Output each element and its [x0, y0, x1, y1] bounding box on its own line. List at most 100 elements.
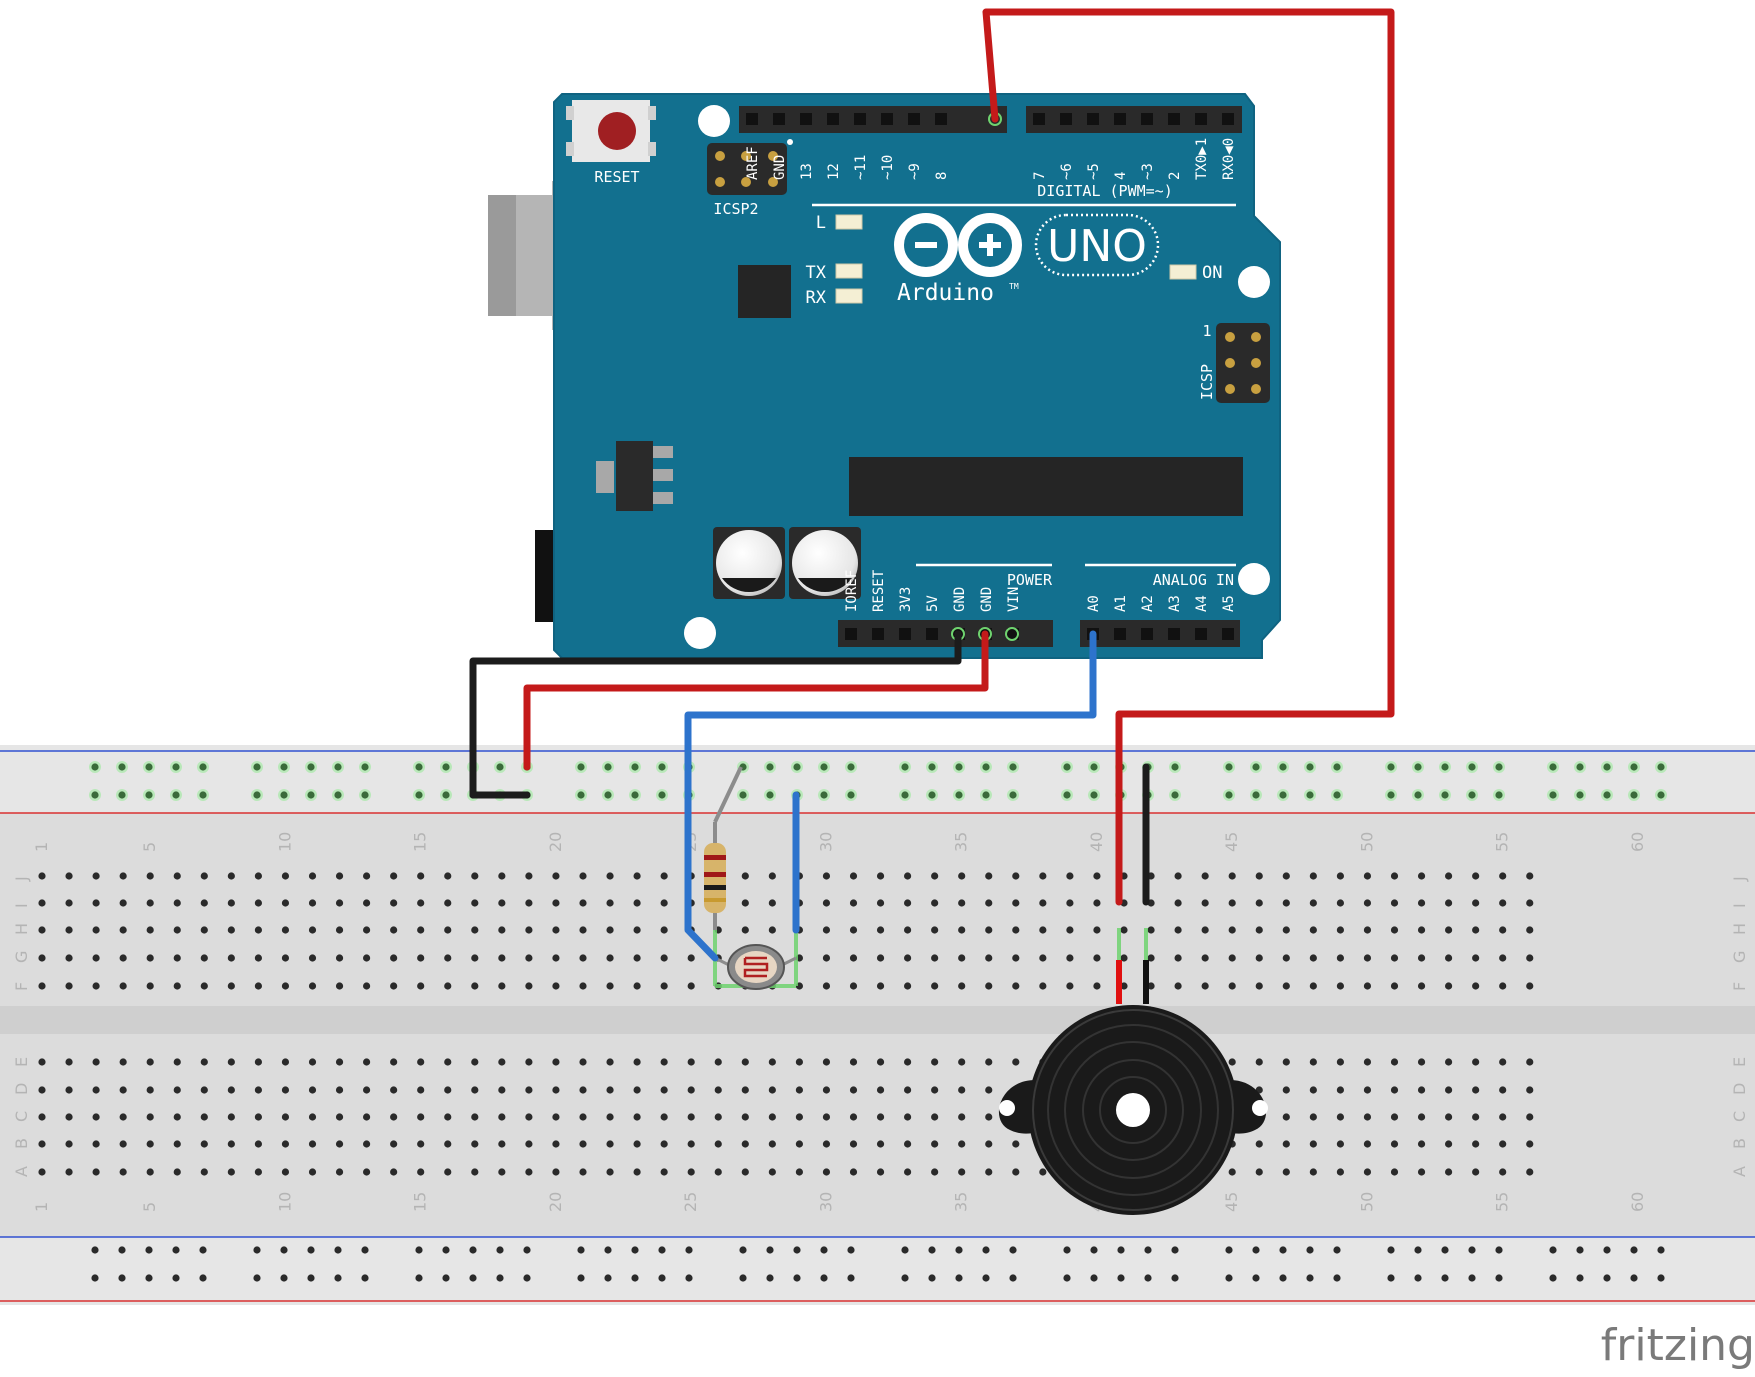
breadboard-hole[interactable]	[146, 954, 154, 962]
breadboard-hole[interactable]	[741, 872, 749, 880]
rail-hole[interactable]	[1387, 791, 1395, 799]
breadboard-hole[interactable]	[173, 982, 181, 990]
breadboard-hole[interactable]	[1499, 899, 1507, 907]
breadboard-hole[interactable]	[1445, 872, 1453, 880]
breadboard-hole[interactable]	[146, 1058, 154, 1066]
rail-hole[interactable]	[1441, 1274, 1449, 1282]
rail-hole[interactable]	[1333, 1246, 1341, 1254]
breadboard-hole[interactable]	[227, 1113, 235, 1121]
rail-hole[interactable]	[1387, 1246, 1395, 1254]
rail-hole[interactable]	[1468, 791, 1476, 799]
breadboard-hole[interactable]	[985, 982, 993, 990]
breadboard-hole[interactable]	[687, 1113, 695, 1121]
breadboard-hole[interactable]	[38, 1140, 46, 1148]
breadboard-hole[interactable]	[525, 982, 533, 990]
breadboard-hole[interactable]	[1445, 1168, 1453, 1176]
breadboard-hole[interactable]	[498, 1113, 506, 1121]
breadboard-hole[interactable]	[119, 926, 127, 934]
header-pin[interactable]	[1060, 113, 1072, 125]
breadboard-hole[interactable]	[795, 1168, 804, 1176]
breadboard-hole[interactable]	[714, 1140, 722, 1148]
breadboard-hole[interactable]	[822, 926, 831, 934]
rail-hole[interactable]	[118, 1274, 126, 1282]
breadboard-hole[interactable]	[1309, 1113, 1317, 1121]
breadboard-hole[interactable]	[1363, 982, 1372, 990]
breadboard-hole[interactable]	[1445, 1140, 1453, 1148]
rail-hole[interactable]	[1225, 1274, 1233, 1282]
breadboard-hole[interactable]	[660, 1168, 668, 1176]
breadboard-hole[interactable]	[498, 1058, 506, 1066]
header-pin[interactable]	[845, 628, 857, 640]
rail-hole[interactable]	[847, 791, 855, 799]
breadboard-hole[interactable]	[579, 926, 587, 934]
rail-hole[interactable]	[415, 763, 423, 771]
rail-hole[interactable]	[1414, 1274, 1422, 1282]
rail-hole[interactable]	[199, 1274, 207, 1282]
rail-hole[interactable]	[955, 791, 963, 799]
header-pin[interactable]	[881, 113, 893, 125]
breadboard-hole[interactable]	[552, 982, 560, 990]
breadboard-hole[interactable]	[1012, 926, 1020, 934]
breadboard-hole[interactable]	[1472, 899, 1480, 907]
breadboard-hole[interactable]	[1417, 1113, 1426, 1121]
breadboard-hole[interactable]	[1417, 926, 1426, 934]
breadboard-hole[interactable]	[498, 1168, 506, 1176]
breadboard-hole[interactable]	[1255, 872, 1263, 880]
breadboard-hole[interactable]	[958, 899, 966, 907]
breadboard-hole[interactable]	[1039, 872, 1047, 880]
breadboard-hole[interactable]	[254, 1058, 262, 1066]
breadboard-hole[interactable]	[822, 1086, 831, 1094]
breadboard-hole[interactable]	[200, 982, 208, 990]
photoresistor[interactable]	[714, 944, 797, 990]
breadboard-hole[interactable]	[768, 1058, 776, 1066]
breadboard-hole[interactable]	[1499, 954, 1507, 962]
breadboard-hole[interactable]	[931, 982, 939, 990]
breadboard-hole[interactable]	[119, 1058, 127, 1066]
breadboard-hole[interactable]	[822, 954, 831, 962]
rail-hole[interactable]	[280, 763, 288, 771]
breadboard-hole[interactable]	[1526, 899, 1534, 907]
breadboard-hole[interactable]	[38, 1058, 46, 1066]
rail-hole[interactable]	[1549, 763, 1557, 771]
breadboard-hole[interactable]	[1417, 872, 1426, 880]
breadboard-hole[interactable]	[417, 1168, 425, 1176]
rail-hole[interactable]	[685, 1246, 693, 1254]
breadboard-hole[interactable]	[498, 872, 506, 880]
breadboard-hole[interactable]	[417, 1058, 425, 1066]
rail-hole[interactable]	[1603, 1274, 1611, 1282]
breadboard-hole[interactable]	[254, 982, 262, 990]
breadboard-hole[interactable]	[1201, 954, 1209, 962]
rail-hole[interactable]	[1306, 791, 1314, 799]
breadboard-hole[interactable]	[498, 1086, 506, 1094]
breadboard-hole[interactable]	[417, 1086, 425, 1094]
rail-hole[interactable]	[1090, 791, 1098, 799]
breadboard-hole[interactable]	[308, 926, 317, 934]
breadboard-hole[interactable]	[1255, 899, 1263, 907]
rail-hole[interactable]	[253, 791, 261, 799]
breadboard-hole[interactable]	[1228, 872, 1236, 880]
breadboard-hole[interactable]	[795, 1140, 804, 1148]
breadboard-hole[interactable]	[660, 954, 668, 962]
breadboard-hole[interactable]	[1499, 872, 1507, 880]
rail-hole[interactable]	[1576, 763, 1584, 771]
breadboard-hole[interactable]	[876, 1168, 885, 1176]
breadboard-hole[interactable]	[471, 982, 479, 990]
breadboard-hole[interactable]	[931, 1113, 939, 1121]
breadboard-hole[interactable]	[1255, 1168, 1263, 1176]
breadboard-hole[interactable]	[119, 1086, 127, 1094]
breadboard-hole[interactable]	[1282, 872, 1290, 880]
breadboard-hole[interactable]	[498, 954, 506, 962]
breadboard-hole[interactable]	[1039, 982, 1047, 990]
rail-hole[interactable]	[1441, 1246, 1449, 1254]
breadboard-hole[interactable]	[65, 954, 73, 962]
breadboard-hole[interactable]	[1417, 954, 1426, 962]
breadboard-hole[interactable]	[552, 1113, 560, 1121]
breadboard-hole[interactable]	[471, 1113, 479, 1121]
breadboard-hole[interactable]	[1417, 982, 1426, 990]
breadboard-hole[interactable]	[1093, 982, 1101, 990]
rail-hole[interactable]	[1117, 1246, 1125, 1254]
rail-hole[interactable]	[1468, 763, 1476, 771]
breadboard-hole[interactable]	[1309, 1140, 1317, 1148]
rail-hole[interactable]	[91, 791, 99, 799]
breadboard-hole[interactable]	[390, 926, 398, 934]
